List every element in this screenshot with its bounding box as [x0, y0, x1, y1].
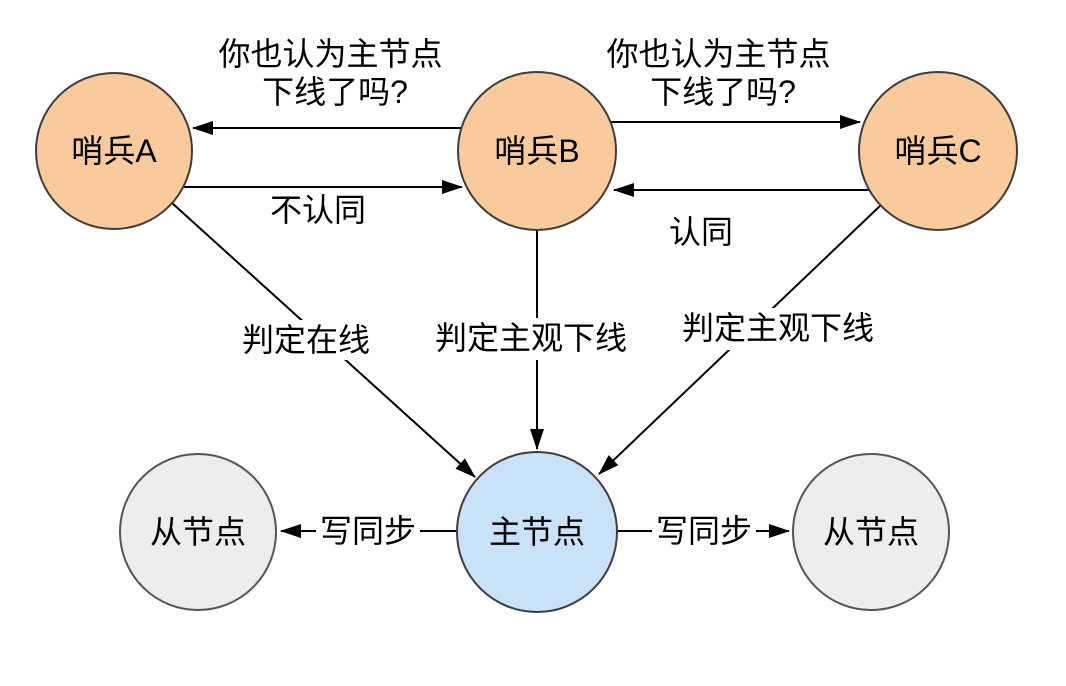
sentinel-b-label: 哨兵B	[494, 133, 579, 169]
judge-subjective-down-c-label: 判定主观下线	[682, 310, 874, 346]
question-left-label: 你也认为主节点 下线了吗?	[219, 36, 452, 110]
label-bg-judge-subjective-c	[678, 308, 878, 350]
node-labels: 哨兵A 哨兵B 哨兵C 主节点 从节点 从节点	[71, 133, 981, 550]
edge-labels: 你也认为主节点 下线了吗? 你也认为主节点 下线了吗? 不认同 认同 判定在线 …	[219, 36, 874, 549]
master-label: 主节点	[489, 514, 585, 550]
sentinel-b-node	[457, 71, 617, 231]
label-bg-judge-online	[240, 320, 372, 360]
sentinel-c-label: 哨兵C	[894, 133, 981, 169]
slave-left-node	[119, 453, 277, 611]
judge-online-label: 判定在线	[242, 322, 370, 358]
master-node	[456, 451, 618, 613]
disagree-label: 不认同	[270, 192, 366, 228]
write-sync-right-label: 写同步	[656, 513, 752, 549]
slave-left-label: 从节点	[150, 514, 246, 550]
agree-label: 认同	[669, 214, 733, 250]
sentinel-a-label: 哨兵A	[71, 133, 157, 169]
slave-right-label: 从节点	[823, 514, 919, 550]
label-bg-judge-subjective-b	[436, 318, 626, 360]
question-right-label: 你也认为主节点 下线了吗?	[607, 36, 840, 110]
judge-subjective-down-b-label: 判定主观下线	[435, 320, 627, 356]
label-bg-write-sync-left	[316, 511, 420, 551]
slave-right-node	[792, 453, 950, 611]
nodes	[35, 71, 1018, 613]
sentinel-c-node	[858, 71, 1018, 231]
label-bg-write-sync-right	[652, 511, 756, 551]
write-sync-left-label: 写同步	[320, 513, 416, 549]
label-backgrounds	[240, 308, 878, 551]
sentinel-a-node	[35, 72, 193, 230]
